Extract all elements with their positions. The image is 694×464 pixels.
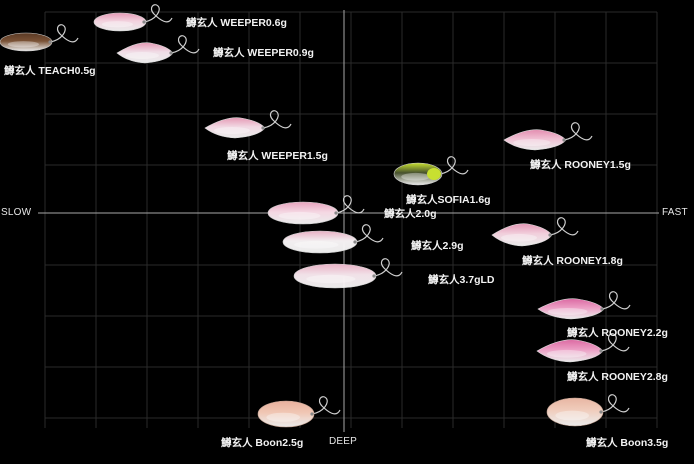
spoon-highlight [278,211,321,220]
spoon-highlight [513,139,551,146]
split-ring-icon [599,410,603,414]
lure-2 [0,24,79,52]
lure-9 [293,258,403,289]
lure-11 [536,333,630,363]
lure-5 [393,156,469,186]
spoon-body-icon [293,263,377,289]
hook-icon [549,217,579,236]
spoon-body-icon [491,223,553,247]
hook-icon [170,35,200,54]
split-ring-icon [600,307,604,311]
spoon-highlight [555,410,589,421]
axis-fast-label: FAST [662,207,688,218]
split-ring-icon [142,20,146,24]
hook-icon [373,258,403,277]
lure-0 [93,4,173,32]
spoon-highlight [501,233,537,242]
split-ring-icon [599,349,603,353]
spoon-highlight [306,274,356,284]
split-ring-icon [310,412,314,416]
lure-1 [116,35,200,64]
spoon-body-icon [257,400,315,428]
spoon-highlight [401,172,430,181]
lure-label-boon35: 鱒玄人 Boon3.5g [586,437,669,449]
lure-13 [546,394,630,427]
spoon-body-icon [116,42,174,64]
lure-label-rooney18: 鱒玄人 ROONEY1.8g [522,255,623,267]
spoon-highlight [266,412,301,422]
spoon-highlight [546,349,587,358]
hook-icon [600,394,630,413]
axis-slow-label: SLOW [1,207,32,218]
lure-label-teach05: 鱒玄人 TEACH0.5g [4,65,96,77]
split-ring-icon [334,211,338,215]
hook-icon [49,24,79,43]
lure-7 [282,224,384,254]
spoon-highlight [101,21,133,28]
spoon-highlight [294,240,339,249]
spoon-highlight [547,308,588,315]
spoon-body-icon [546,397,604,427]
spoon-highlight [7,41,39,48]
hook-icon [311,396,341,415]
lure-shapes [0,4,631,428]
spoon-body-icon [267,201,339,225]
spoon-body-icon [393,162,443,186]
split-ring-icon [353,240,357,244]
axis-deep-label: DEEP [329,436,358,447]
lure-4 [503,122,593,151]
hook-icon [354,224,384,243]
lure-8 [491,217,579,247]
spoon-body-icon [503,129,567,151]
spoon-highlight [214,127,250,134]
spoon-body-icon [0,32,53,52]
lure-label-boon25: 鱒玄人 Boon2.5g [221,437,304,449]
lure-label-rooney28: 鱒玄人 ROONEY2.8g [567,371,668,383]
split-ring-icon [372,274,376,278]
lure-label-29g: 鱒玄人2.9g [411,240,464,252]
lure-label-20g: 鱒玄人2.0g [384,208,437,220]
spoon-body-icon [536,339,604,363]
hook-icon [600,333,630,352]
hook-icon [262,110,292,129]
split-ring-icon [48,40,52,44]
hook-icon [335,195,365,214]
hook-icon [143,4,173,23]
hook-icon [563,122,593,141]
lure-label-weeper15: 鱒玄人 WEEPER1.5g [227,150,328,162]
sofia-tip-icon [427,168,441,180]
split-ring-icon [548,233,552,237]
lure-label-weeper09: 鱒玄人 WEEPER0.9g [213,47,314,59]
hook-icon [439,156,469,175]
lure-label-weeper06: 鱒玄人 WEEPER0.6g [186,17,287,29]
spoon-body-icon [282,230,358,254]
spoon-highlight [125,52,159,59]
lure-3 [204,110,292,139]
split-ring-icon [169,51,173,55]
split-ring-icon [562,138,566,142]
spoon-body-icon [93,12,147,32]
lure-label-sofia16: 鱒玄人SOFIA1.6g [406,194,491,206]
lure-label-rooney22: 鱒玄人 ROONEY2.2g [567,327,668,339]
spoon-body-icon [204,117,266,139]
hook-icon [601,291,631,310]
split-ring-icon [261,126,265,130]
lure-10 [537,291,631,320]
lure-label-rooney15: 鱒玄人 ROONEY1.5g [530,159,631,171]
lure-12 [257,396,341,428]
spoon-body-icon [537,298,605,320]
lure-6 [267,195,365,225]
lure-label-37gld: 鱒玄人3.7gLD [428,274,495,286]
